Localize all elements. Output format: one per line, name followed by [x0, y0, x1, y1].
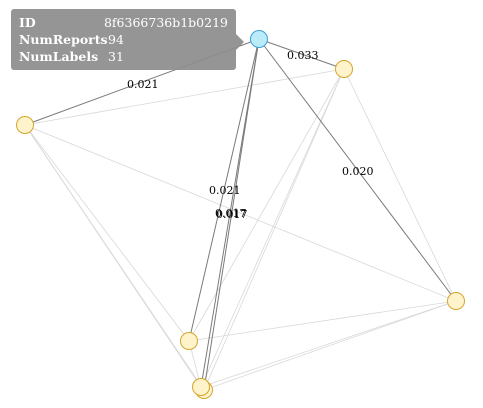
- tooltip-pointer: [236, 34, 244, 50]
- light-edges: [24, 68, 457, 391]
- graph-node[interactable]: [180, 332, 198, 350]
- edge: [200, 38, 260, 388]
- graph-node[interactable]: [447, 292, 465, 310]
- edge: [188, 68, 345, 342]
- selected-graph-node[interactable]: [250, 30, 268, 48]
- edge-label: 0.033: [287, 49, 319, 62]
- tooltip-value: 8f6366736b1b0219: [103, 15, 228, 30]
- nodes: [16, 30, 465, 399]
- edge: [24, 124, 205, 391]
- tooltip-value: 31: [108, 49, 124, 64]
- edge-labels: 0.033 0.021 0.020 0.021 0.017 0.017: [127, 49, 374, 221]
- edge-label: 0.021: [127, 78, 159, 91]
- tooltip-key: ID: [19, 15, 36, 30]
- tooltip-row-id: ID 8f6366736b1b0219: [19, 14, 228, 31]
- edge: [258, 38, 457, 302]
- tooltip-value: 94: [108, 32, 124, 47]
- edge: [188, 38, 260, 342]
- tooltip-key: NumReports: [19, 32, 108, 47]
- graph-node[interactable]: [192, 378, 210, 396]
- edge: [200, 68, 345, 388]
- edge: [24, 124, 457, 302]
- edge-label: 0.021: [209, 184, 241, 197]
- edge: [188, 300, 457, 342]
- edge: [24, 68, 345, 126]
- edge: [203, 38, 260, 391]
- edge: [343, 68, 457, 302]
- tooltip-row-numlabels: NumLabels 31: [19, 48, 228, 65]
- edge-label: 0.020: [342, 165, 374, 178]
- edge-label: 0.017: [215, 207, 247, 220]
- node-tooltip: ID 8f6366736b1b0219 NumReports 94 NumLab…: [11, 9, 244, 70]
- tooltip-key: NumLabels: [19, 49, 99, 64]
- edge-label: 0.017: [216, 208, 248, 221]
- edge: [203, 68, 345, 391]
- edge: [203, 300, 457, 391]
- graph-node[interactable]: [16, 116, 34, 134]
- edge: [200, 300, 457, 388]
- edge: [24, 124, 190, 342]
- edge: [258, 38, 345, 70]
- graph-node[interactable]: [335, 60, 353, 78]
- tooltip-row-numreports: NumReports 94: [19, 31, 228, 48]
